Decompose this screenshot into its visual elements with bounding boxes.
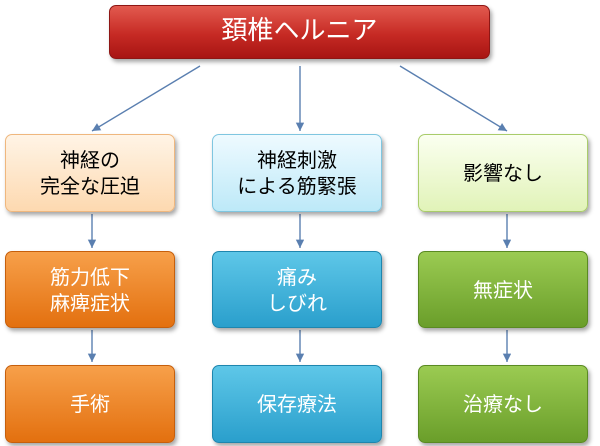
treatment-box-2: 保存療法 [212, 365, 382, 443]
symptom-box-2: 痛み しびれ [212, 251, 382, 328]
arrow-title-to-cause-1 [91, 65, 201, 132]
treatment-box-3: 治療なし [418, 365, 588, 443]
title-box: 頚椎ヘルニア [109, 5, 490, 59]
symptom-box-1: 筋力低下 麻痺症状 [5, 251, 175, 328]
cause-box-3: 影響なし [418, 134, 588, 212]
symptom-box-3: 無症状 [418, 251, 588, 328]
cause-box-1: 神経の 完全な圧迫 [5, 134, 175, 212]
treatment-box-1: 手術 [5, 365, 175, 443]
arrow-title-to-cause-3 [399, 65, 508, 132]
cause-box-2: 神経刺激 による筋緊張 [212, 134, 382, 212]
